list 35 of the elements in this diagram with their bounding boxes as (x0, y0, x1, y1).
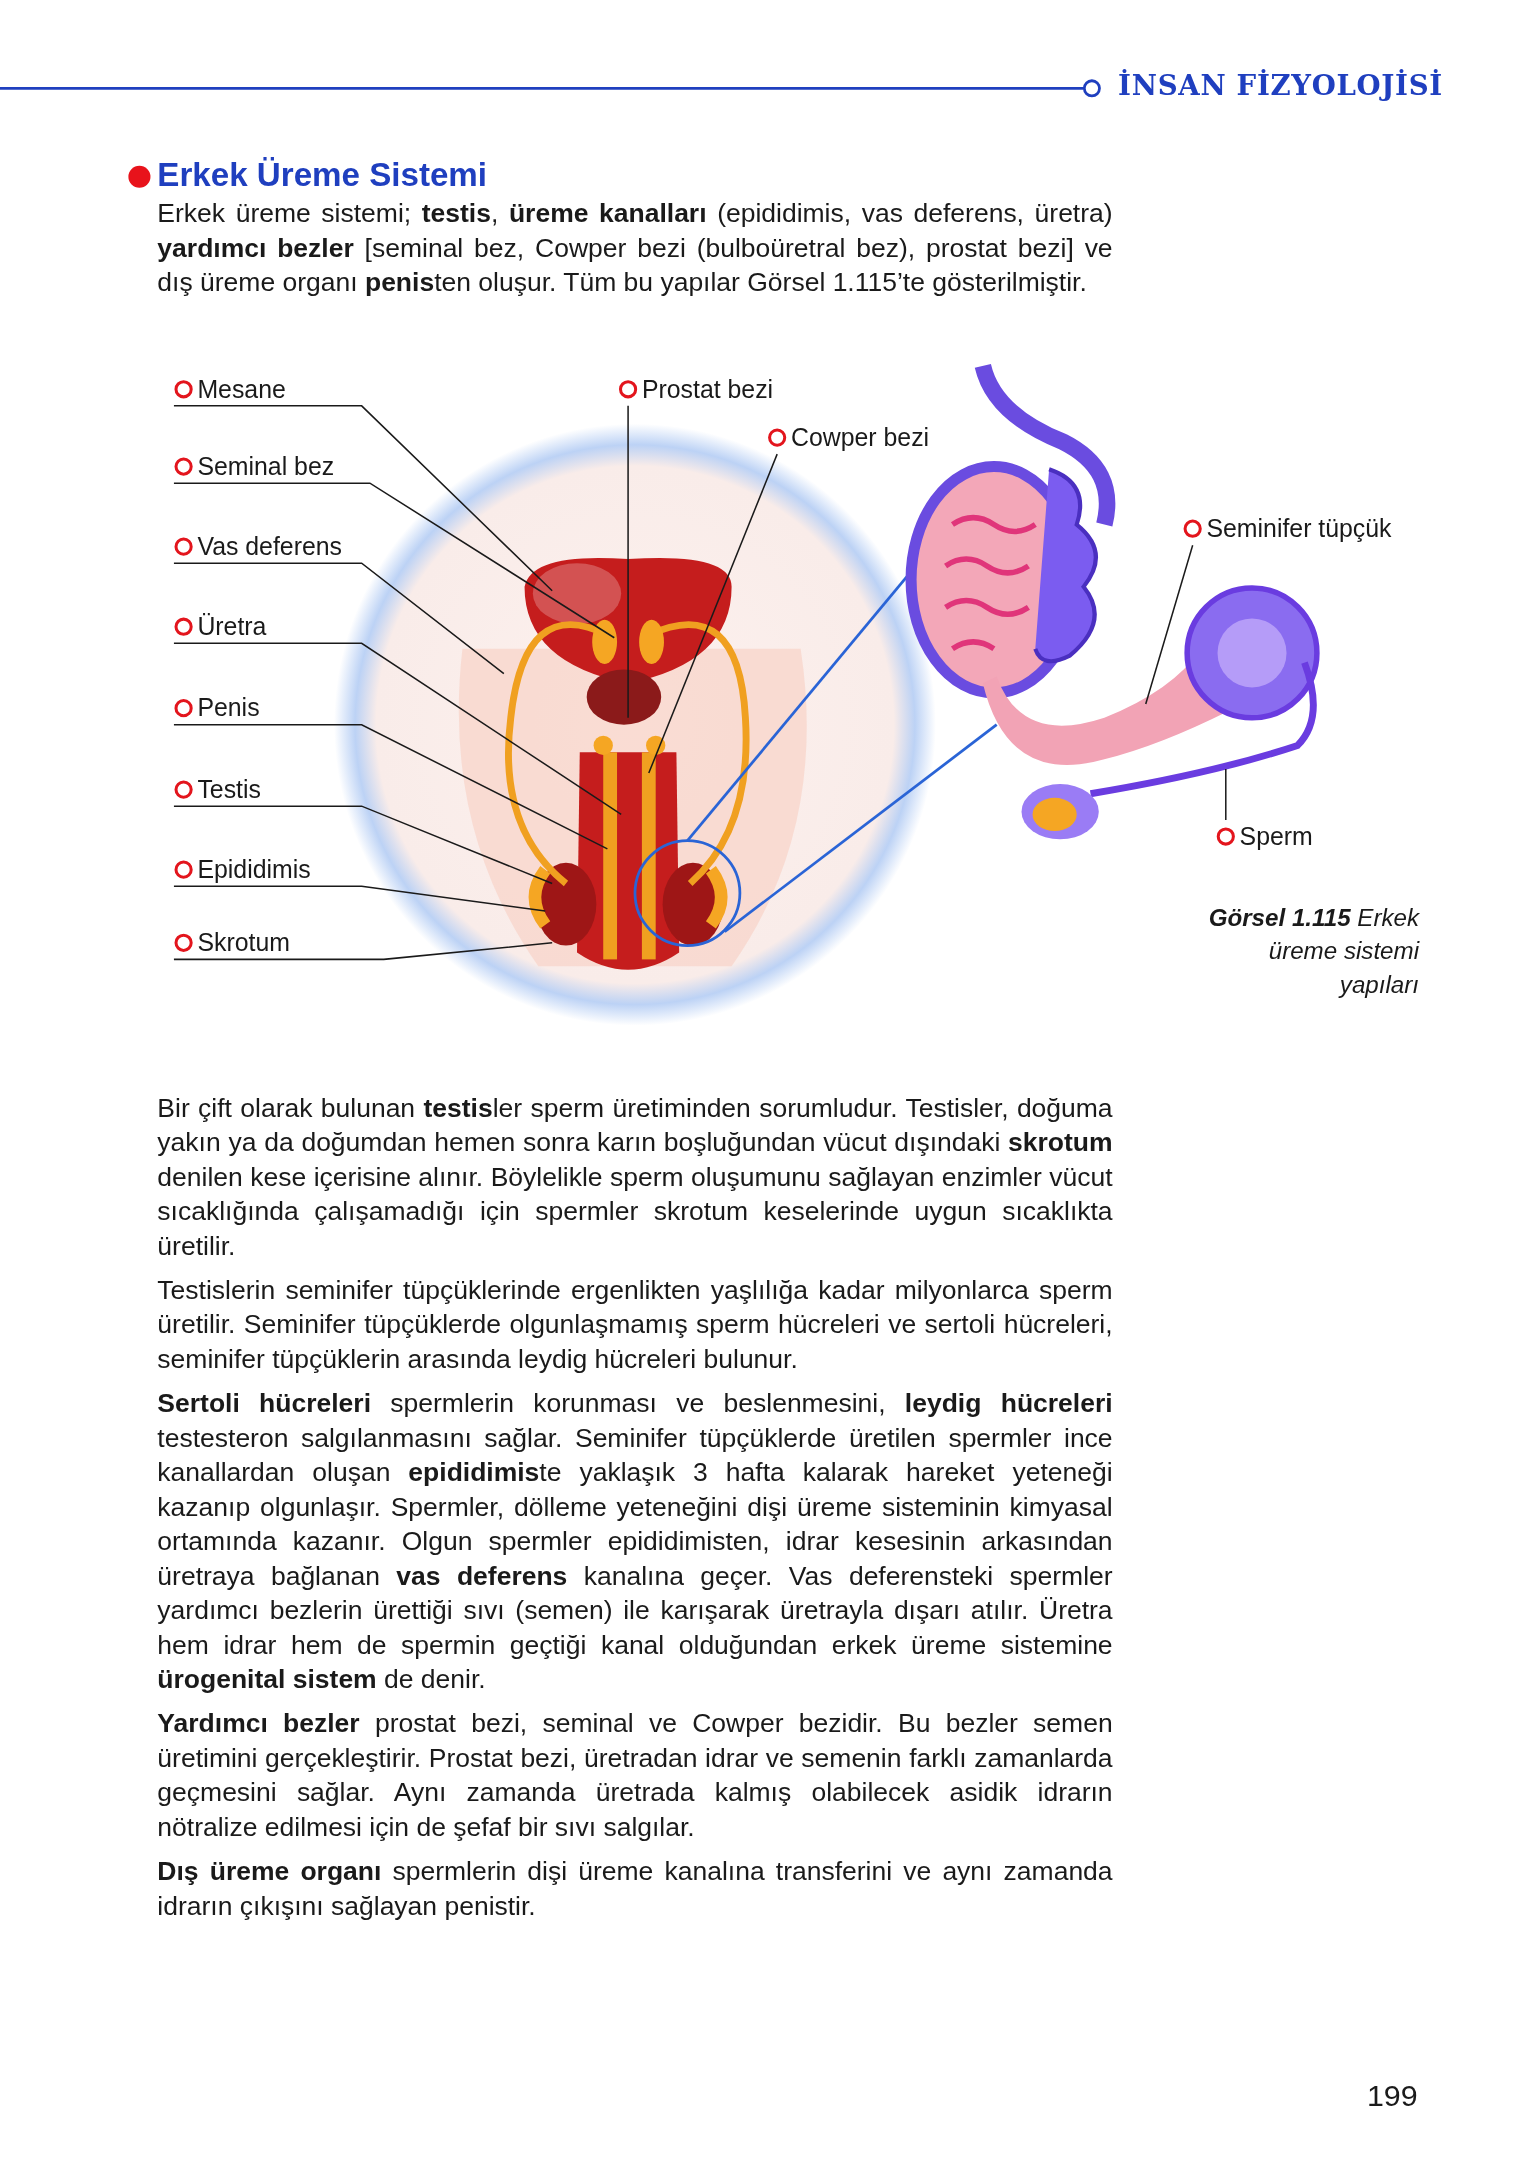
callout-label: Testis (197, 774, 261, 806)
body-paragraph: Sertoli hücreleri spermlerin korunması ve beslenmesini, leydig hücreleri testesteron salgılanmasını sağlar. Seminifer tüpçüklerde üretilen spermler ince kanallardan oluşan epididimiste yaklaşık 3 hafta kalarak hareket yeteneği kazanıp olgunlaşır. Spermler, dölleme yeteneğini dişi üreme sisteminin kimyasal ortamında kazanır. Olgun spermler epididimisten, idrar kesesinin arkasından üretraya bağlanan vas deferens kanalına geçer. Vas deferensteki spermler yardımcı bezlerin ürettiği sıvı (semen) ile karışarak üretrayla dışarı atılır. Üretra hem idrar hem de spermin geçtiği kanal olduğundan erkek üreme sistemine ürogenital sistem de denir. (157, 1387, 1113, 1696)
leader-line (173, 942, 553, 961)
callout-label: Üretra (197, 611, 267, 643)
page-number: 199 (1366, 2078, 1418, 2115)
callout-label: Mesane (197, 374, 286, 406)
leader-line (627, 405, 629, 719)
section-header: İNSAN FİZYOLOJİSİ (1118, 69, 1443, 103)
leader-line (173, 405, 553, 592)
seminiferous-tubule-drawing (982, 585, 1320, 765)
body-paragraph: Testislerin seminifer tüpçüklerinde ergenlikten yaşlılığa kadar milyonlarca sperm üretilir. Seminifer tüpçüklerde olgunlaşmamış sperm hücreleri ve sertoli hücreleri, seminifer tüpçüklerin arasında leydig hücreleri bulunur. (157, 1274, 1113, 1376)
leader-line (173, 723, 609, 850)
section-title: Erkek Üreme Sistemi (157, 156, 487, 195)
leader-line (648, 453, 778, 774)
callout-label: Sperm (1239, 821, 1313, 853)
leader-line (1225, 768, 1227, 821)
callout-label: Seminifer tüpçük (1206, 513, 1392, 545)
leader-line (1144, 544, 1194, 705)
leader-line (173, 482, 616, 639)
leader-line (173, 642, 622, 816)
callout-label: Penis (197, 693, 260, 724)
callout-label: Epididimis (197, 854, 311, 886)
callout-label: Prostat bezi (641, 374, 774, 406)
leader-line (173, 562, 505, 675)
body-paragraph: Dış üreme organı spermlerin dişi üreme kanalına transferini ve aynı zamanda idrarın çıkışını sağlayan penistir. (157, 1855, 1113, 1923)
leader-line (173, 805, 553, 885)
callout-label: Skrotum (197, 928, 290, 959)
intro-paragraph: Erkek üreme sistemi; testis, üreme kanalları (epididimis, vas deferens, üretra) yardımcı bezler [seminal bez, Cowper bezi (bulboüretral bez), prostat bezi] ve dış üreme organı penisten oluşur. Tüm bu yapılar Görsel 1.115’te gösterilmiştir. (157, 197, 1113, 299)
callout-label: Vas deferens (197, 531, 342, 563)
callout-label: Cowper bezi (790, 422, 930, 454)
body-paragraph: Yardımcı bezler prostat bezi, seminal ve Cowper bezidir. Bu bezler semen üretimini gerçekleştirir. Prostat bezi, üretradan idrar ve semenin farklı zamanlarda geçmesini sağlar. Aynı zamanda üretrada kalmış olabilecek asidik idrarın nötralize edilmesi için de şefaf bir sıvı salgılar. (157, 1707, 1113, 1844)
callout-label: Seminal bez (197, 451, 335, 483)
leader-line (173, 885, 546, 912)
figure-caption: Görsel 1.115 Erkek üreme sistemi yapıları (1207, 903, 1420, 1001)
body-paragraph: Bir çift olarak bulunan testisler sperm üretiminden sorumludur. Testisler, doğuma yakın ya da doğumdan hemen sonra karın boşluğundan vücut dışındaki skrotum denilen kese içerisine alınır. Böylelikle sperm oluşumunu sağlayan enzimler vücut sıcaklığında çalışamadığı için spermler skrotum keselerinde uygun sıcaklıkta üretilir. (157, 1092, 1113, 1263)
